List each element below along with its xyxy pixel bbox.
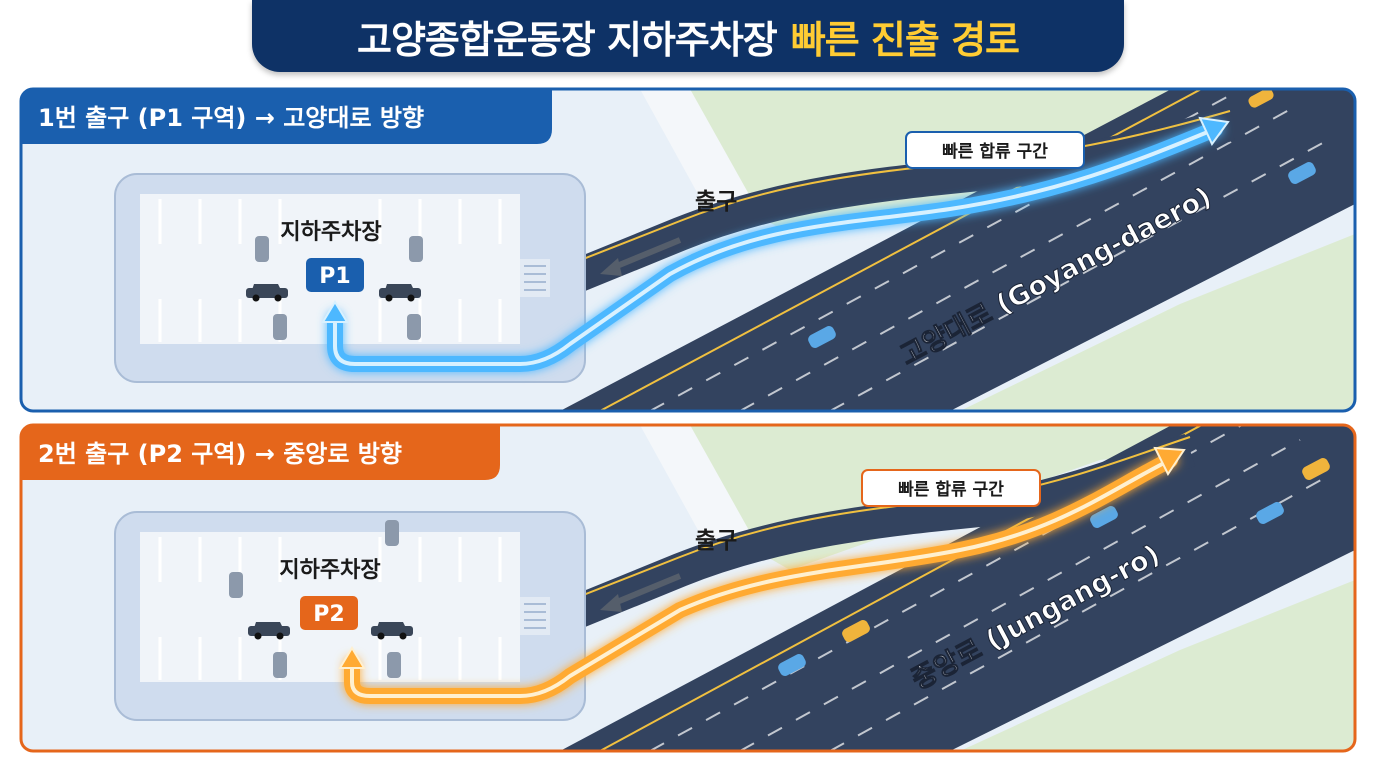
exit-direction-arrow bbox=[610, 573, 682, 607]
car-icon bbox=[1248, 89, 1274, 108]
lot-label: 지하주차장 bbox=[279, 558, 380, 583]
panel-p1: P1 지하주차장 출구 빠른 합류 구간 고양대로 (Goyang-daero)… bbox=[0, 84, 1376, 416]
route-arrowhead bbox=[1153, 446, 1186, 476]
zone-badge-bg bbox=[300, 596, 358, 630]
exit-label: 출구 bbox=[695, 528, 737, 554]
car-icon bbox=[246, 284, 288, 302]
lot-label: 지하주차장 bbox=[280, 220, 381, 245]
panel-header bbox=[21, 89, 552, 144]
exit-direction-arrow bbox=[610, 237, 682, 271]
exit-ramp bbox=[538, 107, 1235, 305]
car-icon bbox=[778, 654, 806, 676]
zone-badge: P2 bbox=[313, 602, 344, 627]
merge-label-box bbox=[905, 131, 1085, 169]
zone-badge: P1 bbox=[319, 264, 350, 289]
panel-p2: P2 지하주차장 출구 빠른 합류 구간 중앙로 (Jungang-ro) 2번… bbox=[0, 420, 1376, 760]
merge-label: 빠른 합류 구간 bbox=[942, 141, 1048, 162]
grass-area bbox=[960, 234, 1355, 411]
car-icon bbox=[255, 236, 269, 262]
car-icon bbox=[409, 236, 423, 262]
car-icon bbox=[1302, 458, 1330, 480]
car-icon bbox=[248, 622, 290, 640]
zone-badge-bg bbox=[306, 258, 364, 292]
car-icon bbox=[273, 314, 287, 340]
route-arrowhead bbox=[321, 300, 349, 323]
grass-area bbox=[960, 580, 1355, 751]
car-icon bbox=[842, 620, 870, 642]
route-arrowhead bbox=[1198, 116, 1230, 146]
exit-ramp bbox=[538, 433, 1196, 641]
car-icon bbox=[273, 652, 287, 678]
merge-label-box bbox=[861, 469, 1041, 507]
route-arrowhead bbox=[338, 646, 366, 669]
car-icon bbox=[1256, 502, 1284, 524]
car-icon bbox=[387, 652, 401, 678]
title-banner: 고양종합운동장 지하주차장 빠른 진출 경로 bbox=[252, 0, 1124, 72]
panel-header-text: 1번 출구 (P1 구역) → 고양대로 방향 bbox=[38, 104, 424, 132]
car-icon bbox=[371, 622, 413, 640]
title-main: 고양종합운동장 지하주차장 bbox=[357, 17, 778, 62]
car-icon bbox=[379, 284, 421, 302]
title-accent: 빠른 진출 경로 bbox=[790, 17, 1020, 62]
merge-label: 빠른 합류 구간 bbox=[898, 479, 1004, 500]
car-icon bbox=[808, 326, 836, 348]
car-icon bbox=[407, 314, 421, 340]
car-icon bbox=[1090, 506, 1118, 528]
car-icon bbox=[229, 572, 243, 598]
car-icon bbox=[385, 520, 399, 546]
panel-header bbox=[21, 425, 500, 480]
car-icon bbox=[1288, 162, 1316, 184]
exit-label: 출구 bbox=[695, 189, 737, 215]
panel-header-text: 2번 출구 (P2 구역) → 중앙로 방향 bbox=[38, 440, 402, 468]
